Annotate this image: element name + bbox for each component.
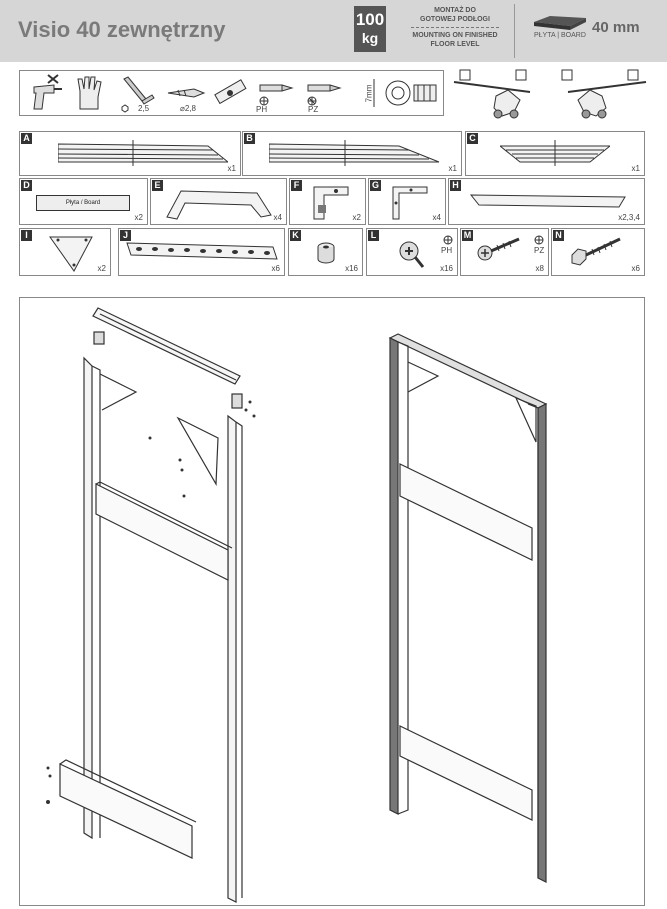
part-k-spacer — [317, 242, 335, 264]
exploded-frame-diagram — [46, 307, 548, 903]
pz-bit-icon — [307, 84, 342, 106]
part-letter: I — [21, 230, 32, 241]
part-qty: x6 — [271, 264, 280, 273]
hex-key-size: 2,5 — [138, 104, 150, 113]
part-j-strip — [126, 242, 278, 260]
mount-en-2: FLOOR LEVEL — [430, 41, 480, 48]
drill-bit-icon — [167, 88, 206, 98]
part-letter: A — [21, 133, 32, 144]
bracket-detail-diagram — [453, 69, 647, 119]
part-letter: L — [368, 230, 379, 241]
gloves-icon — [77, 76, 102, 110]
weight-value: 100 — [355, 10, 385, 29]
part-c: C x1 — [465, 131, 645, 176]
board-sample-label: Płyta / Board — [65, 200, 101, 206]
pz-label: PZ — [534, 246, 545, 255]
drill-icon — [33, 74, 62, 110]
part-qty: x1 — [227, 164, 236, 173]
drill-bit-size: ⌀2,8 — [180, 104, 196, 113]
part-b: B x1 — [242, 131, 462, 176]
assembly-panel — [19, 297, 645, 906]
board-sample: Płyta / Board — [36, 195, 130, 211]
part-d: D Płyta / Board x2 — [19, 178, 148, 225]
part-letter: J — [120, 230, 131, 241]
part-h: H x2,3,4 — [448, 178, 645, 225]
mount-divider — [411, 27, 499, 28]
part-n: N x6 — [551, 228, 645, 276]
part-qty: x8 — [535, 264, 544, 273]
part-letter: G — [370, 180, 381, 191]
part-b-profile — [269, 140, 440, 166]
part-l-screw — [399, 241, 425, 268]
part-g: G x4 — [368, 178, 446, 225]
part-m: M PZ x8 — [460, 228, 549, 276]
wall-plug-icon — [373, 79, 437, 107]
part-letter: D — [21, 180, 32, 191]
ph-bit-label: PH — [256, 105, 268, 114]
ph-bit-icon — [259, 84, 294, 106]
mount-en-1: MOUNTING ON FINISHED — [412, 32, 498, 39]
part-m-screw — [477, 237, 520, 261]
board-label: PŁYTA | BOARD — [534, 32, 586, 39]
part-letter: F — [291, 180, 302, 191]
part-l: L PH x16 — [366, 228, 458, 276]
level-icon — [214, 79, 247, 105]
part-letter: N — [553, 230, 564, 241]
part-qty: x1 — [448, 164, 457, 173]
part-k: K x16 — [288, 228, 363, 276]
part-qty: x2 — [134, 213, 143, 222]
part-j: J x6 — [118, 228, 285, 276]
weight-badge: 100 kg — [354, 6, 386, 52]
part-qty: x16 — [440, 264, 453, 273]
part-qty: x1 — [631, 164, 640, 173]
part-letter: B — [244, 133, 255, 144]
part-qty: x2 — [97, 264, 106, 273]
part-qty: x2,3,4 — [618, 213, 640, 222]
part-f-corner — [313, 186, 349, 220]
part-i-gusset — [49, 236, 93, 272]
mount-pl-2: GOTOWEJ PODŁOGI — [420, 16, 490, 23]
part-f: F x2 — [289, 178, 366, 225]
board-icon — [534, 16, 586, 30]
part-e-bracket — [166, 190, 272, 220]
mount-pl-1: MONTAŻ DO — [434, 7, 476, 14]
part-letter: M — [462, 230, 473, 241]
part-qty: x16 — [345, 264, 358, 273]
part-qty: x4 — [432, 213, 441, 222]
part-letter: K — [290, 230, 301, 241]
weight-unit: kg — [361, 30, 379, 46]
part-letter: C — [467, 133, 478, 144]
depth-label: 7mm — [364, 84, 374, 103]
ph-label: PH — [441, 246, 453, 255]
hex-key-icon — [121, 76, 155, 113]
ph-cross-icon — [443, 235, 453, 245]
part-g-corner — [392, 186, 428, 220]
pz-cross-icon — [534, 235, 544, 245]
part-e: E x4 — [150, 178, 287, 225]
page-title: Visio 40 zewnętrzny — [18, 17, 226, 42]
part-qty: x2 — [352, 213, 361, 222]
part-qty: x4 — [273, 213, 282, 222]
pz-bit-label: PZ — [308, 105, 319, 114]
header-divider — [514, 4, 515, 58]
part-letter: E — [152, 180, 163, 191]
header-bar: Visio 40 zewnętrzny 100 kg MONTAŻ DO GOT… — [0, 0, 667, 62]
part-a: A x1 — [19, 131, 241, 176]
part-h-strip — [469, 194, 626, 208]
part-a-profile — [58, 140, 228, 166]
mounting-note: MONTAŻ DO GOTOWEJ PODŁOGI MOUNTING ON FI… — [405, 6, 505, 49]
part-n-screw — [571, 237, 621, 266]
part-letter: H — [450, 180, 461, 191]
part-c-profile — [500, 140, 610, 166]
board-thickness: 40 mm — [592, 19, 640, 36]
tools-panel: 2,5 ⌀2,8 PH PZ 7mm — [19, 70, 444, 116]
part-i: I x2 — [19, 228, 111, 276]
part-qty: x6 — [631, 264, 640, 273]
